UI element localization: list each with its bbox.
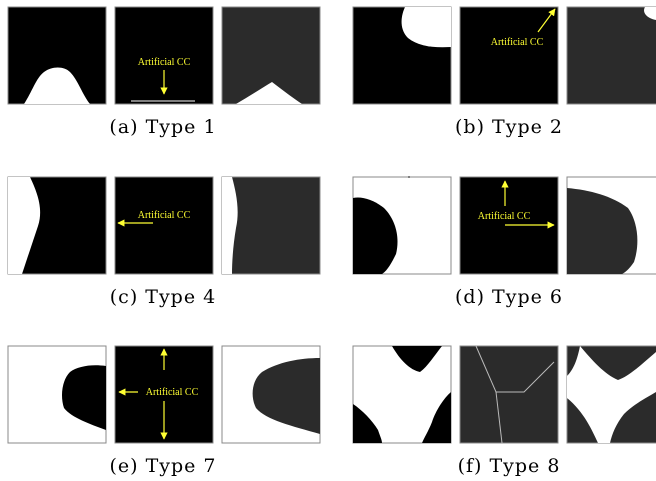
artificial-cc-label: Artificial CC: [478, 211, 531, 222]
panel-c-result: [221, 176, 321, 275]
artificial-cc-label: Artificial CC: [138, 210, 191, 221]
panel-e-artificial-cc: Artificial CC: [114, 345, 214, 444]
panel-c: Artificial CC: [7, 176, 321, 275]
panel-c-artificial-cc: Artificial CC: [114, 176, 214, 275]
panel-b-artificial-cc: Artificial CC: [459, 6, 559, 105]
panel-a-artificial-cc: Artificial CC: [114, 6, 214, 105]
panel-a: Artificial CC: [7, 6, 321, 105]
panel-b: Artificial CC: [352, 6, 656, 105]
panel-c-original: [7, 176, 107, 275]
caption-e: (e) Type 7: [109, 455, 217, 477]
panel-e: Artificial CC: [7, 345, 321, 444]
caption-c: (c) Type 4: [109, 286, 217, 308]
panel-d-artificial-cc: Artificial CC: [459, 176, 559, 275]
panel-f: [352, 345, 656, 444]
panel-f-artificial-cc: [459, 345, 559, 444]
caption-a: (a) Type 1: [109, 116, 217, 138]
panel-a-result: [221, 6, 321, 105]
panel-f-result: [566, 345, 656, 444]
panel-d-original: [352, 176, 452, 275]
panel-b-original: [352, 6, 452, 105]
panel-e-result: [221, 345, 321, 444]
panel-b-result: [566, 6, 656, 105]
artificial-cc-label: Artificial CC: [138, 57, 191, 68]
artificial-cc-label: Artificial CC: [491, 37, 544, 48]
artificial-cc-label: Artificial CC: [146, 387, 199, 398]
caption-d: (d) Type 6: [455, 286, 563, 308]
panel-d-result: [566, 176, 656, 275]
caption-b: (b) Type 2: [455, 116, 563, 138]
panel-a-original: [7, 6, 107, 105]
panel-d: Artificial CC: [352, 176, 656, 275]
panel-f-original: [352, 345, 452, 444]
caption-f: (f) Type 8: [457, 455, 561, 477]
panel-e-original: [7, 345, 107, 444]
